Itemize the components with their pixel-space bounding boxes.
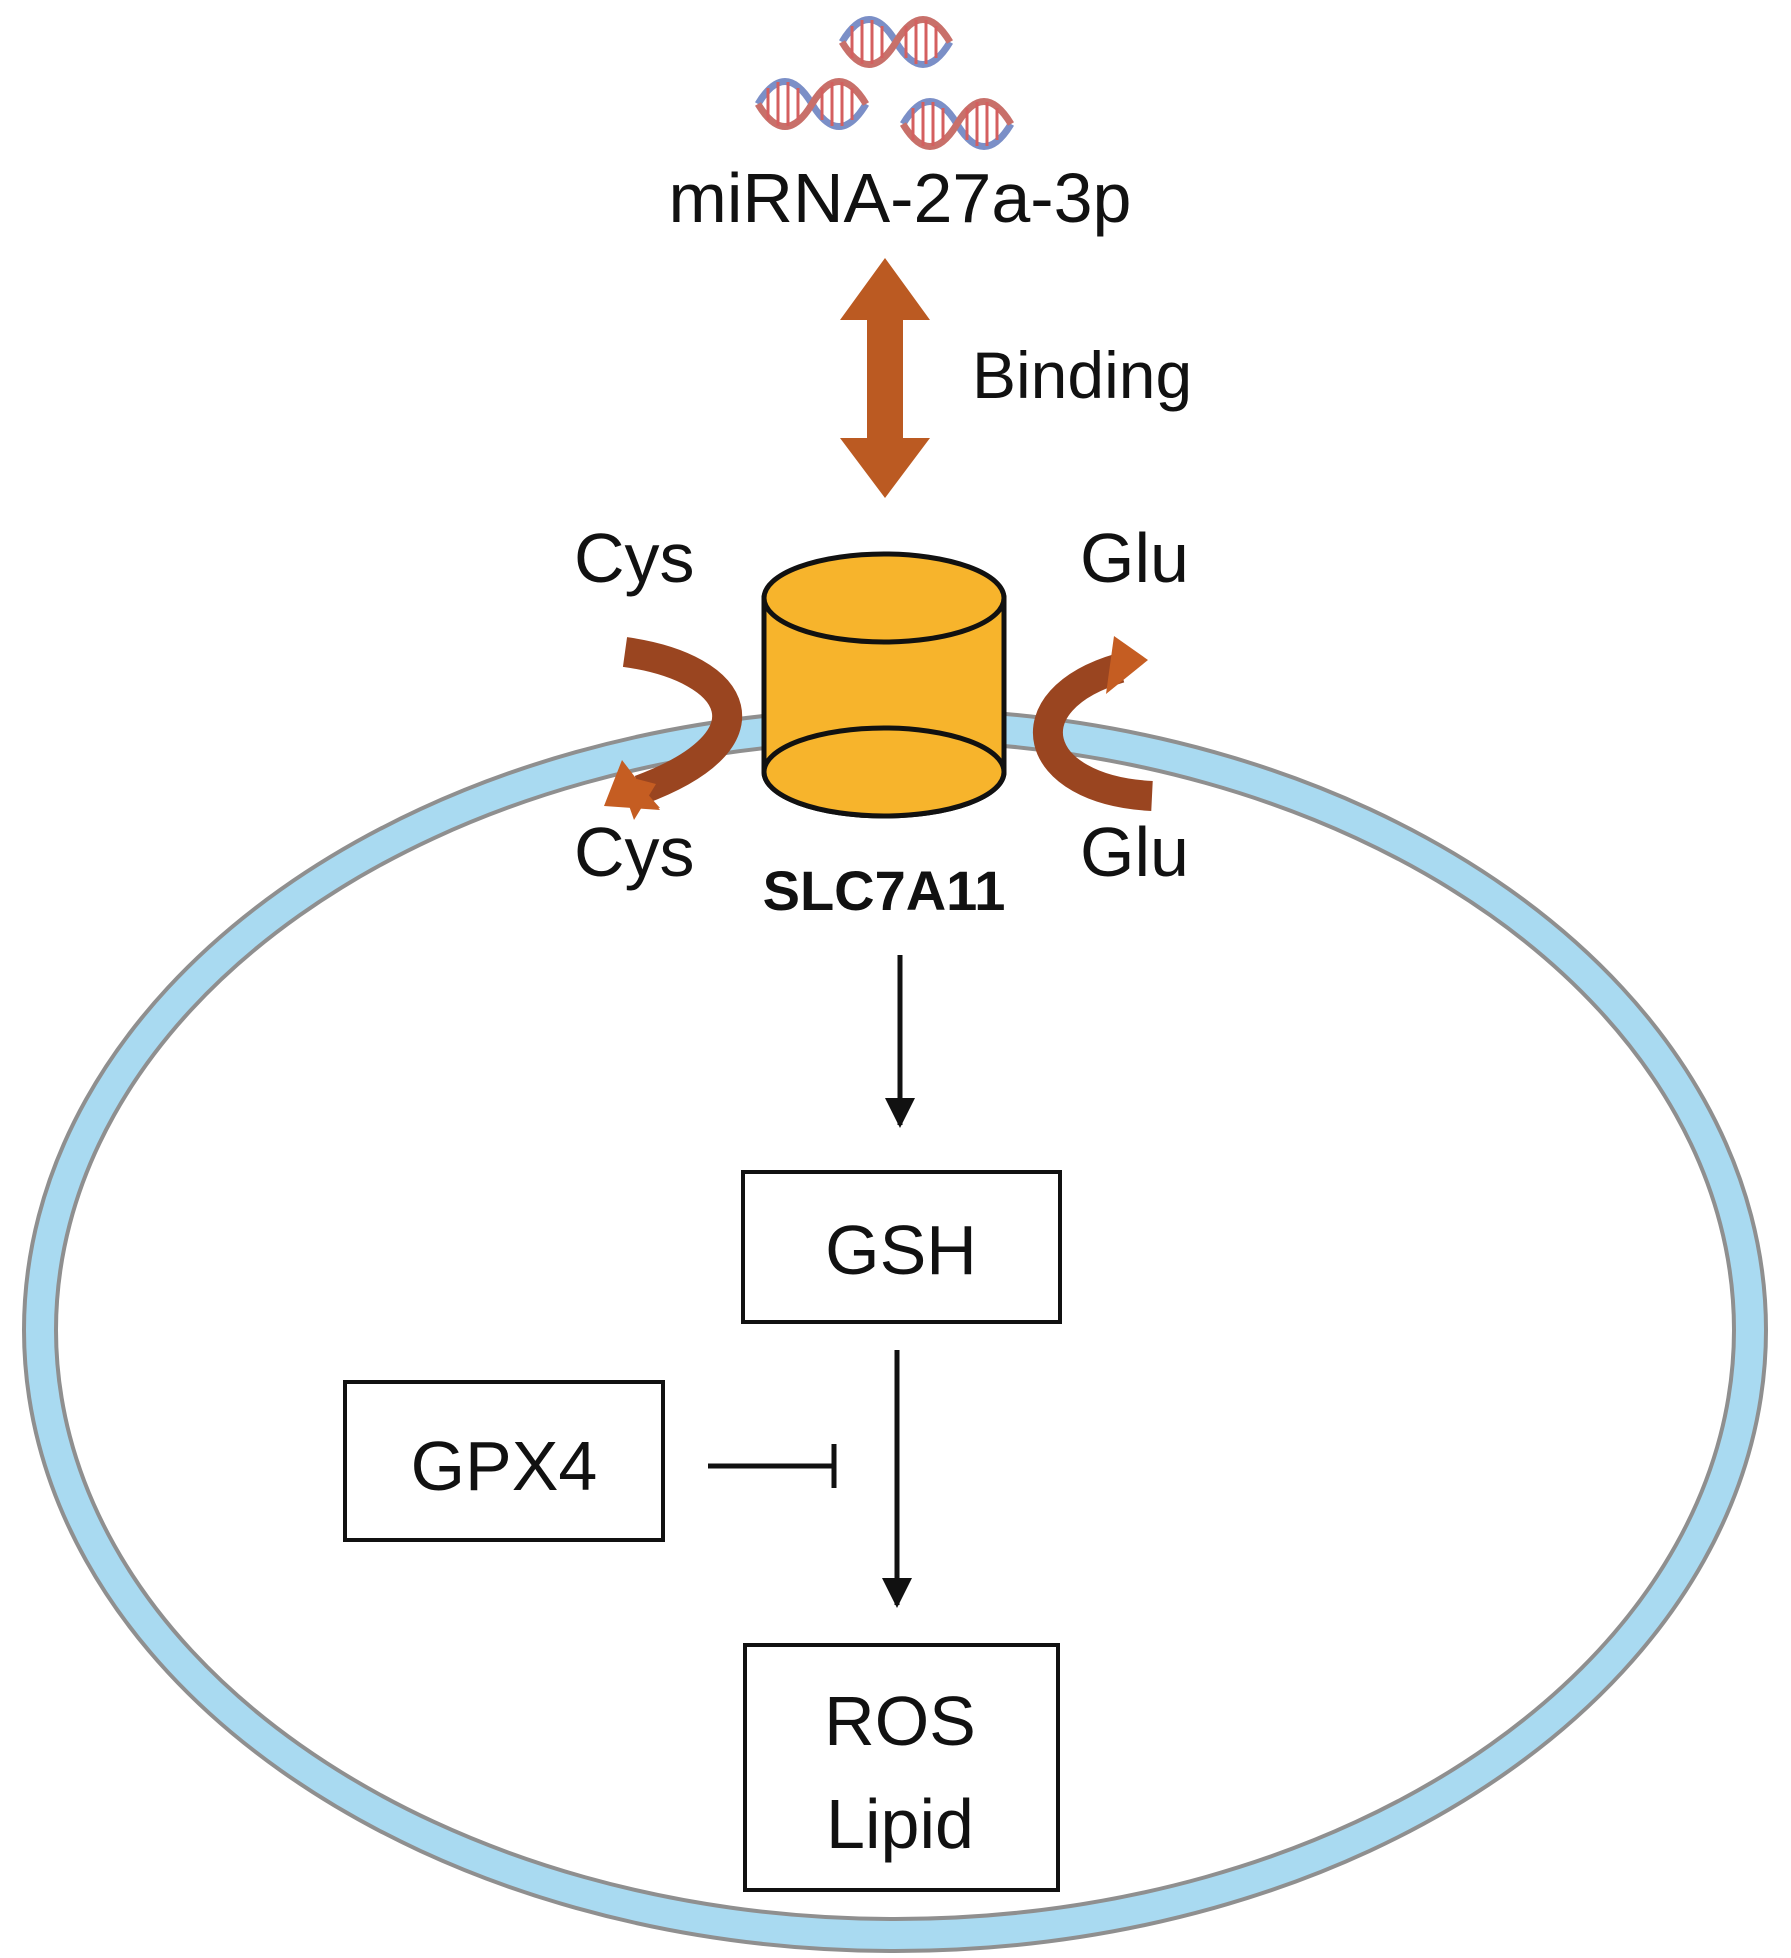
ros-lipid-box (743, 1643, 1060, 1892)
cys-arrowhead (604, 760, 660, 810)
rna-helix-icon (758, 20, 1011, 147)
glu-arrowhead (1106, 636, 1148, 694)
glu-outside-label: Glu (1080, 519, 1189, 597)
cys-inside-label: Cys (574, 813, 695, 891)
binding-double-arrow (840, 258, 930, 498)
lipid-label: Lipid (826, 1785, 974, 1863)
cylinder-channel-icon (761, 551, 1007, 819)
binding-label: Binding (972, 338, 1192, 412)
mirna-label: miRNA-27a-3p (669, 159, 1132, 237)
cys-outside-label: Cys (574, 519, 695, 597)
gpx4-label: GPX4 (411, 1427, 598, 1505)
gpx4-box (343, 1380, 665, 1542)
glu-export-arrow (1033, 653, 1153, 811)
gsh-box (741, 1170, 1062, 1324)
gsh-label: GSH (825, 1211, 977, 1289)
gpx4-inhibition-bar (708, 1444, 837, 1488)
cys-import-arrow (622, 637, 742, 805)
slc7a11-label: SLC7A11 (763, 859, 1006, 922)
glu-inside-label: Glu (1080, 813, 1189, 891)
ros-label: ROS (824, 1682, 976, 1760)
